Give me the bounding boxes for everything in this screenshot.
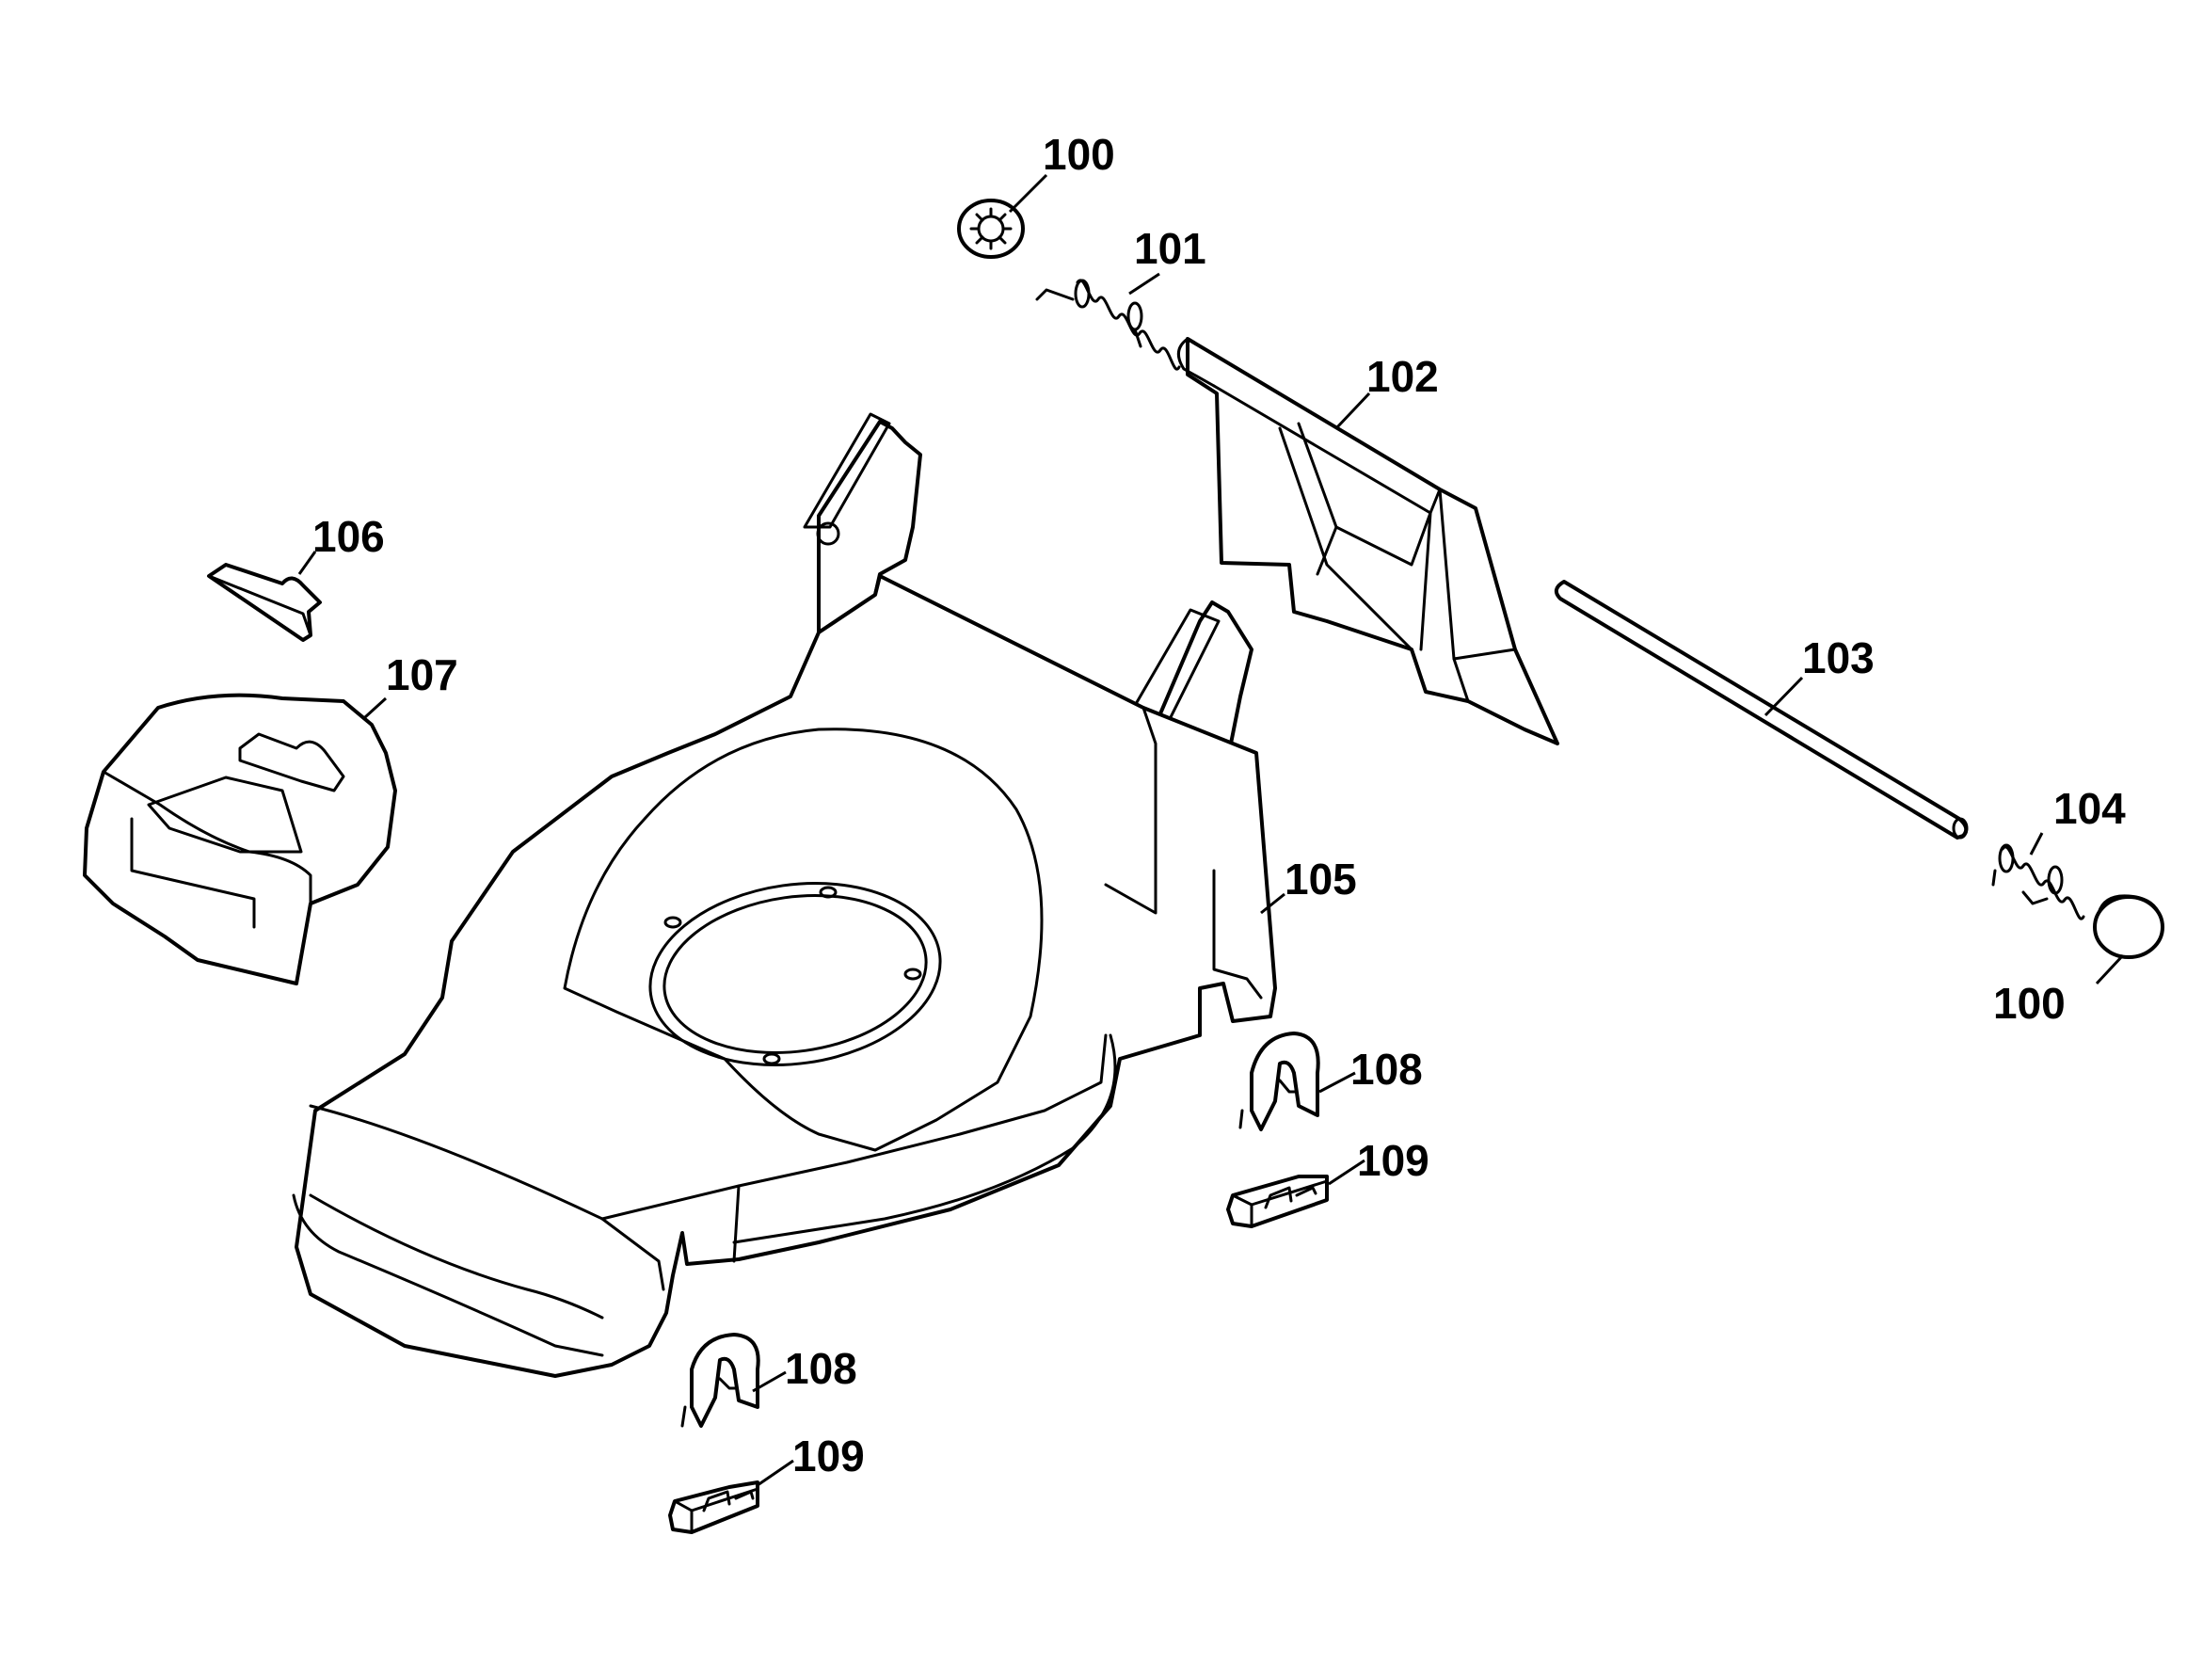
callout-100-bottom: 100 xyxy=(1993,979,2066,1028)
callout-102: 102 xyxy=(1366,352,1439,401)
callout-100-top: 100 xyxy=(1043,130,1115,179)
leader-lines xyxy=(297,173,2125,1487)
callout-103: 103 xyxy=(1802,633,1875,682)
part-108-bracket-left xyxy=(680,1333,760,1428)
callout-106: 106 xyxy=(312,512,385,561)
callout-101: 101 xyxy=(1134,224,1206,273)
callout-104: 104 xyxy=(2053,784,2126,833)
part-109-latch-right xyxy=(1226,1175,1329,1228)
part-101-torsion-spring xyxy=(1035,279,1181,371)
part-102-rear-flap xyxy=(1176,337,1559,745)
part-108-bracket-right xyxy=(1238,1032,1320,1131)
part-104-torsion-spring xyxy=(1991,843,2085,920)
callout-108-left: 108 xyxy=(785,1344,857,1393)
part-107-cover xyxy=(83,693,397,985)
callout-107: 107 xyxy=(386,650,458,699)
callout-105: 105 xyxy=(1285,855,1357,904)
callout-109-right: 109 xyxy=(1357,1136,1429,1185)
part-109-latch-left xyxy=(668,1480,759,1534)
callout-labels: 100 101 102 103 104 100 105 106 107 108 … xyxy=(312,130,2126,1480)
callout-109-left: 109 xyxy=(792,1432,865,1480)
part-105-mower-deck xyxy=(292,412,1277,1378)
part-106-clip xyxy=(207,563,322,642)
part-100-end-cap xyxy=(2093,894,2164,959)
part-100-star-washer xyxy=(957,199,1025,259)
callout-108-right: 108 xyxy=(1350,1045,1423,1094)
part-103-rod xyxy=(1554,580,1969,840)
